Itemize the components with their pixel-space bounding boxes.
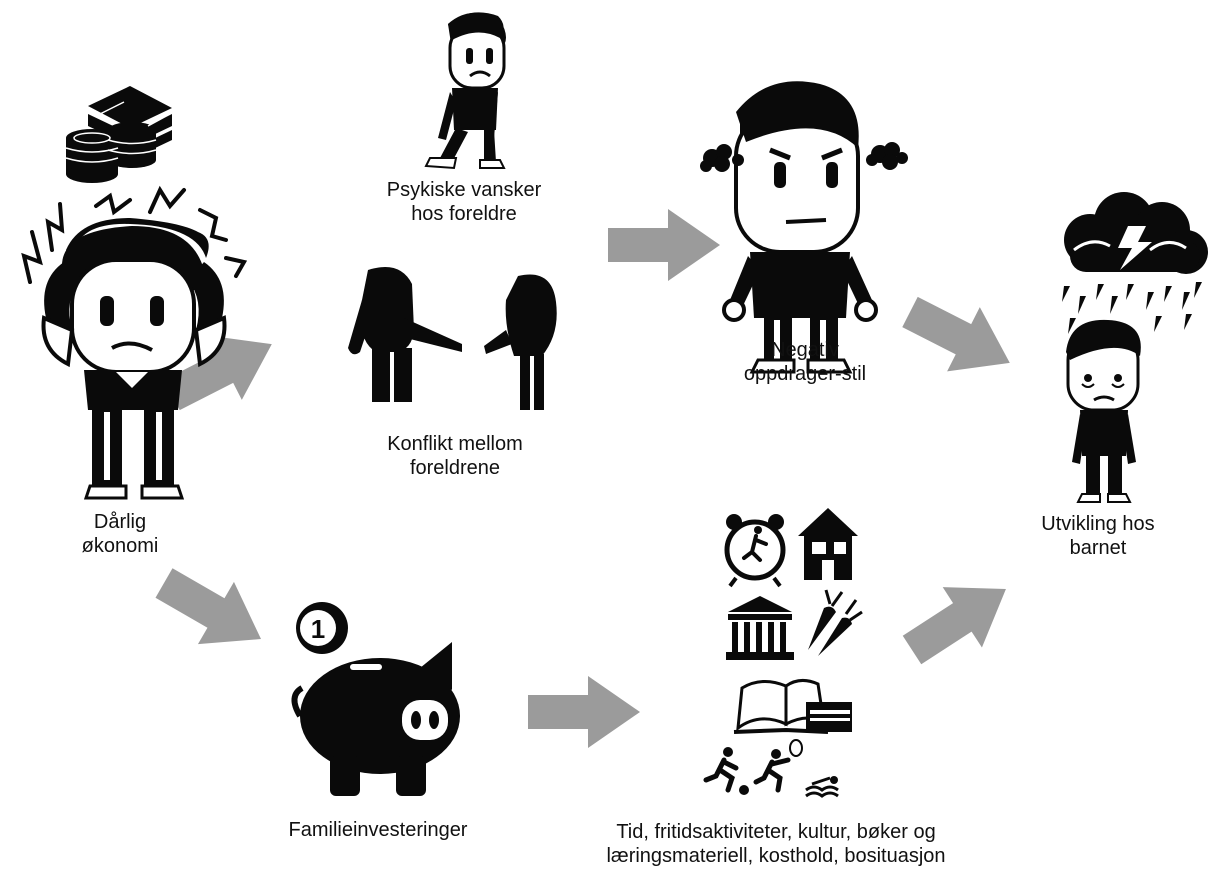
steam-puff-left-icon	[700, 144, 744, 172]
arrow-resources-to-child	[892, 558, 1026, 681]
coin-icon: 1	[296, 602, 348, 654]
carrots-icon	[808, 589, 863, 656]
house-icon	[798, 508, 858, 580]
alarm-clock-icon	[724, 514, 786, 588]
arrow-conflict-to-parenting	[608, 209, 720, 281]
sad-child-icon	[1066, 319, 1141, 503]
arguing-couple-icon	[348, 267, 557, 410]
sports-icon	[703, 739, 839, 798]
books-icon	[733, 679, 852, 734]
stressed-man-icon	[41, 218, 227, 500]
storm-cloud-icon	[1064, 192, 1208, 274]
money-stack-icon	[65, 86, 172, 183]
sad-man-icon	[424, 12, 506, 170]
coin-symbol: 1	[311, 614, 325, 644]
rain-drops	[1062, 282, 1202, 334]
arrow-investments-to-resources	[528, 676, 640, 748]
label-ressurser: Tid, fritidsaktiviteter, kultur, bøker o…	[606, 821, 946, 867]
museum-icon	[726, 596, 794, 660]
label-familieinvesteringer: Familieinvesteringer	[288, 819, 468, 841]
steam-puff-right-icon	[866, 142, 908, 170]
arrow-economy-to-investments	[146, 551, 279, 671]
angry-man-icon	[722, 81, 878, 374]
piggy-bank-icon	[291, 642, 460, 796]
arrow-parenting-to-child	[893, 279, 1027, 395]
stress-lines	[21, 185, 248, 284]
